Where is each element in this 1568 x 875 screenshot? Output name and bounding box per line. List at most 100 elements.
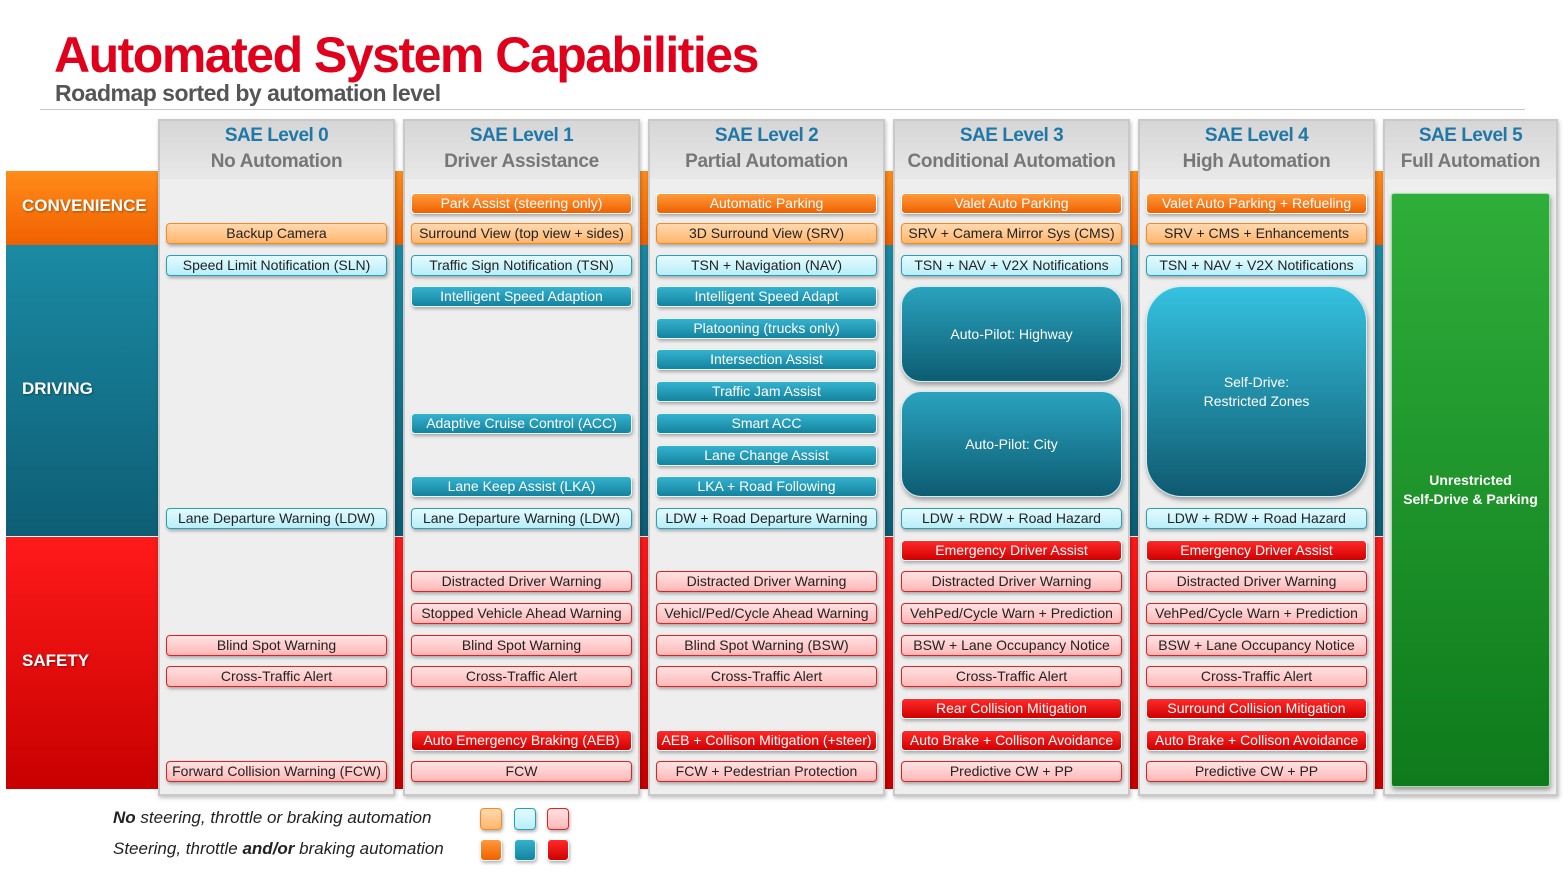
column-header: SAE Level 1 Driver Assistance	[405, 121, 638, 179]
feature-chip: Intelligent Speed Adaption	[411, 286, 632, 307]
feature-chip: Predictive CW + PP	[1146, 761, 1367, 782]
level-description: High Automation	[1182, 151, 1331, 172]
label-driving: DRIVING	[22, 379, 93, 398]
level-description: Conditional Automation	[907, 151, 1116, 172]
full-automation-block: Unrestricted Self-Drive & Parking	[1391, 193, 1550, 787]
feature-chip: VehPed/Cycle Warn + Prediction	[901, 603, 1122, 624]
page-subtitle: Roadmap sorted by automation level	[55, 80, 441, 106]
feature-chip: Cross-Traffic Alert	[656, 666, 877, 687]
legend-text: steering, throttle or braking automation	[135, 808, 432, 827]
feature-chip: Emergency Driver Assist	[901, 540, 1122, 561]
legend-text: braking automation	[294, 839, 444, 858]
feature-chip: BSW + Lane Occupancy Notice	[901, 635, 1122, 656]
feature-chip: Traffic Sign Notification (TSN)	[411, 255, 632, 276]
column-header: SAE Level 3 Conditional Automation	[895, 121, 1128, 179]
column-level-2: SAE Level 2 Partial Automation Automatic…	[648, 119, 885, 796]
label-safety: SAFETY	[22, 651, 90, 670]
feature-chip: TSN + Navigation (NAV)	[656, 255, 877, 276]
feature-chip: Stopped Vehicle Ahead Warning	[411, 603, 632, 624]
feature-chip: Distracted Driver Warning	[901, 571, 1122, 592]
level-title: SAE Level 2	[714, 125, 819, 146]
legend-bold: and/or	[242, 839, 295, 858]
feature-chip: Forward Collision Warning (FCW)	[166, 761, 387, 782]
page-title: Automated System Capabilities	[54, 27, 759, 83]
feature-chip: Lane Departure Warning (LDW)	[411, 508, 632, 529]
swatch-light-orange	[480, 808, 502, 830]
feature-chip: Lane Keep Assist (LKA)	[411, 476, 632, 497]
column-level-0: SAE Level 0 No Automation Backup Camera …	[158, 119, 395, 796]
feature-chip: Adaptive Cruise Control (ACC)	[411, 413, 632, 434]
feature-chip: FCW + Pedestrian Protection	[656, 761, 877, 782]
self-drive-line-1: Self-Drive:	[1223, 373, 1290, 390]
feature-chip: Backup Camera	[166, 223, 387, 244]
feature-chip: LDW + RDW + Road Hazard	[1146, 508, 1367, 529]
feature-chip: SRV + CMS + Enhancements	[1146, 223, 1367, 244]
feature-chip: Auto Brake + Collison Avoidance	[901, 730, 1122, 751]
legend-text: Steering, throttle	[113, 839, 243, 858]
feature-chip: Intersection Assist	[656, 349, 877, 370]
feature-chip: Platooning (trucks only)	[656, 318, 877, 339]
self-drive-line-2: Restricted Zones	[1203, 392, 1310, 409]
feature-chip: Valet Auto Parking + Refueling	[1146, 193, 1367, 214]
feature-chip: LKA + Road Following	[656, 476, 877, 497]
feature-chip: VehPed/Cycle Warn + Prediction	[1146, 603, 1367, 624]
feature-chip: TSN + NAV + V2X Notifications	[901, 255, 1122, 276]
feature-chip: Lane Change Assist	[656, 445, 877, 466]
feature-chip: TSN + NAV + V2X Notifications	[1146, 255, 1367, 276]
level-description: Partial Automation	[685, 151, 848, 172]
feature-chip: Smart ACC	[656, 413, 877, 434]
feature-chip: Blind Spot Warning	[411, 635, 632, 656]
column-header: SAE Level 4 High Automation	[1140, 121, 1373, 179]
feature-chip: Blind Spot Warning (BSW)	[656, 635, 877, 656]
column-level-5: SAE Level 5 Full Automation Unrestricted…	[1383, 119, 1558, 796]
legend-bold: No	[113, 808, 136, 827]
feature-chip: BSW + Lane Occupancy Notice	[1146, 635, 1367, 656]
feature-chip: 3D Surround View (SRV)	[656, 223, 877, 244]
swatch-red	[547, 839, 569, 861]
feature-chip: Distracted Driver Warning	[1146, 571, 1367, 592]
level-title: SAE Level 0	[224, 125, 329, 146]
feature-chip: LDW + Road Departure Warning	[656, 508, 877, 529]
feature-chip: Valet Auto Parking	[901, 193, 1122, 214]
feature-chip: Emergency Driver Assist	[1146, 540, 1367, 561]
level-description: Driver Assistance	[444, 151, 599, 172]
feature-chip: Automatic Parking	[656, 193, 877, 214]
column-level-4: SAE Level 4 High Automation Valet Auto P…	[1138, 119, 1375, 796]
feature-chip: Cross-Traffic Alert	[166, 666, 387, 687]
level-description: Full Automation	[1400, 151, 1541, 172]
level-title: SAE Level 1	[469, 125, 574, 146]
feature-chip: Vehicl/Ped/Cycle Ahead Warning	[656, 603, 877, 624]
feature-chip: Distracted Driver Warning	[411, 571, 632, 592]
feature-chip: Park Assist (steering only)	[411, 193, 632, 214]
feature-chip: AEB + Collison Mitigation (+steer)	[656, 730, 877, 751]
feature-chip: Traffic Jam Assist	[656, 381, 877, 402]
column-header: SAE Level 2 Partial Automation	[650, 121, 883, 179]
feature-chip: FCW	[411, 761, 632, 782]
swatch-orange	[480, 839, 502, 861]
feature-chip: Cross-Traffic Alert	[411, 666, 632, 687]
feature-chip: LDW + RDW + Road Hazard	[901, 508, 1122, 529]
feature-chip: SRV + Camera Mirror Sys (CMS)	[901, 223, 1122, 244]
full-automation-line-2: Self-Drive & Parking	[1403, 491, 1538, 507]
feature-chip: Rear Collision Mitigation	[901, 698, 1122, 719]
title-divider	[40, 109, 1525, 110]
feature-chip: Predictive CW + PP	[901, 761, 1122, 782]
level-title: SAE Level 4	[1204, 125, 1309, 146]
feature-chip: Lane Departure Warning (LDW)	[166, 508, 387, 529]
column-header: SAE Level 5 Full Automation	[1385, 121, 1556, 179]
feature-chip: Auto Emergency Braking (AEB)	[411, 730, 632, 751]
level-description: No Automation	[210, 151, 343, 172]
feature-chip: Speed Limit Notification (SLN)	[166, 255, 387, 276]
feature-chip: Blind Spot Warning	[166, 635, 387, 656]
feature-chip: Cross-Traffic Alert	[1146, 666, 1367, 687]
feature-chip: Surround Collision Mitigation	[1146, 698, 1367, 719]
column-level-3: SAE Level 3 Conditional Automation Valet…	[893, 119, 1130, 796]
column-header: SAE Level 0 No Automation	[160, 121, 393, 179]
swatch-light-teal	[514, 808, 536, 830]
legend-row-automation: Steering, throttle and/or braking automa…	[113, 839, 444, 859]
legend-row-no-automation: No steering, throttle or braking automat…	[113, 808, 431, 828]
label-convenience: CONVENIENCE	[22, 196, 147, 215]
feature-chip: Surround View (top view + sides)	[411, 223, 632, 244]
level-title: SAE Level 5	[1418, 125, 1523, 146]
self-drive-block: Self-Drive: Restricted Zones	[1146, 286, 1367, 497]
